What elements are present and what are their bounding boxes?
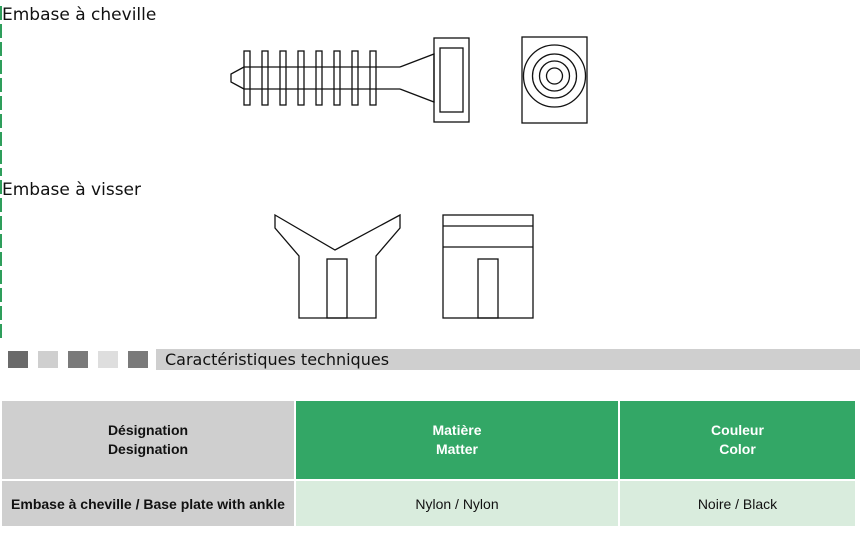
table-header-row: Désignation Designation Matière Matter C… [2,401,855,479]
section-heading-visser: Embase à visser [2,180,141,200]
table-row: Embase à cheville / Base plate with ankl… [2,481,855,526]
screw-base-front-drawing [442,214,534,319]
band-square-5 [128,351,148,368]
header-matter: Matière Matter [296,401,618,479]
ankle-base-side-drawing [230,37,470,123]
section-accent-line-2 [0,180,2,342]
specs-band-title: Caractéristiques techniques [156,349,860,370]
cell-matter: Nylon / Nylon [296,481,618,526]
cell-color: Noire / Black [620,481,855,526]
screw-base-side-drawing [274,213,401,319]
band-square-2 [38,351,58,368]
band-square-1 [8,351,28,368]
cell-designation: Embase à cheville / Base plate with ankl… [2,481,294,526]
specs-band: Caractéristiques techniques [0,349,860,370]
band-square-3 [68,351,88,368]
section-heading-cheville: Embase à cheville [2,5,157,25]
ankle-base-front-drawing [521,36,588,124]
band-square-4 [98,351,118,368]
header-designation: Désignation Designation [2,401,294,479]
section-accent-line-1 [0,6,2,176]
header-color: Couleur Color [620,401,855,479]
specs-table: Désignation Designation Matière Matter C… [0,399,857,528]
